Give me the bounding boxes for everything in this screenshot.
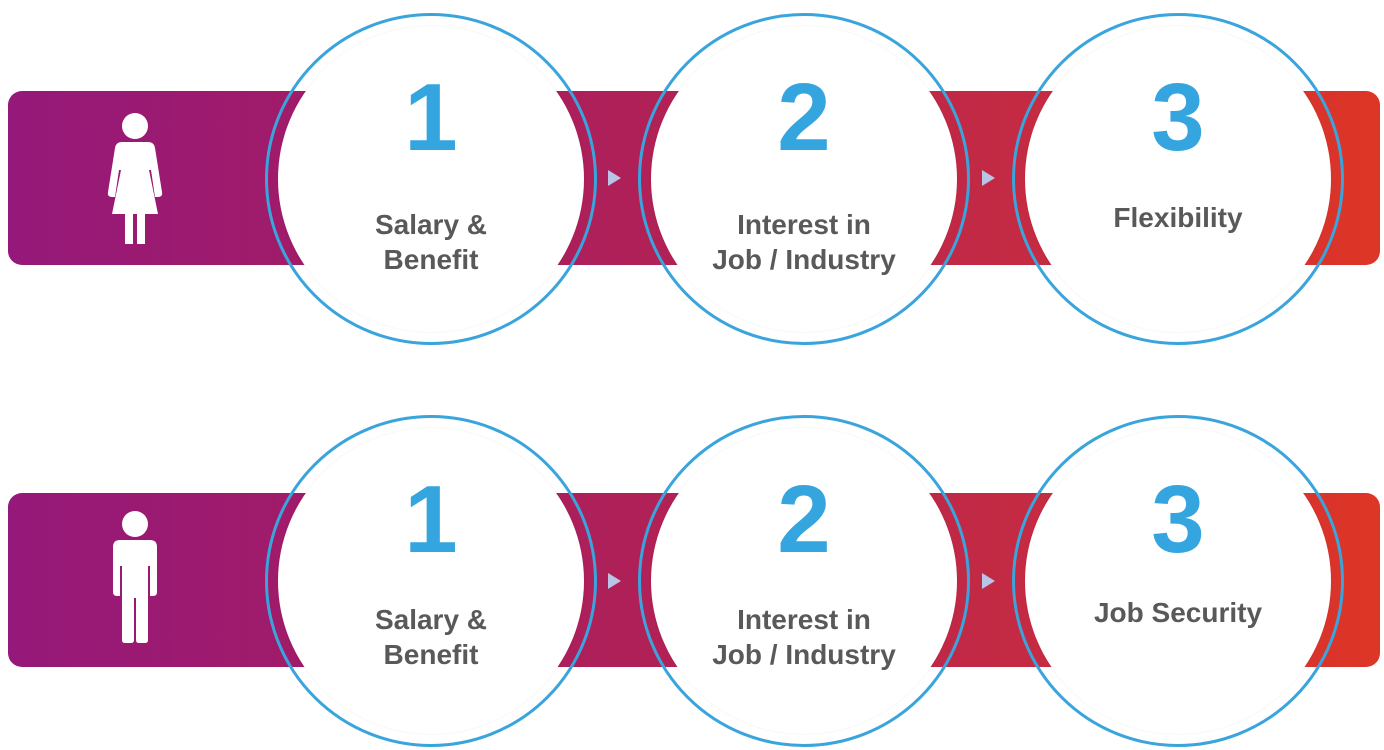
step-circle	[278, 428, 584, 734]
female-priorities-row: 1 2 3 Salary & Benefit Interest in Job /…	[0, 0, 1384, 360]
step-number: 1	[404, 466, 458, 573]
step-circle	[1025, 428, 1331, 734]
arrow-right-icon	[608, 170, 621, 186]
step-number: 3	[1151, 64, 1205, 171]
step-number: 1	[404, 64, 458, 171]
step-circle	[278, 26, 584, 332]
step-circle	[651, 26, 957, 332]
step-label: Salary & Benefit	[374, 209, 488, 275]
step-label: Flexibility	[1113, 202, 1243, 233]
arrow-right-icon	[608, 573, 621, 589]
arrow-right-icon	[982, 573, 995, 589]
step-circle-ring	[638, 13, 970, 345]
step-number: 3	[1151, 466, 1205, 573]
step-circle	[651, 428, 957, 734]
step-number: 2	[777, 64, 831, 171]
step-circle-ring	[265, 13, 597, 345]
step-circle-ring	[1012, 415, 1344, 747]
step-label: Job Security	[1093, 597, 1263, 628]
step-label: Interest in Job / Industry	[712, 209, 896, 275]
step-label: Interest in Job / Industry	[712, 604, 896, 670]
female-person-icon	[100, 110, 170, 246]
step-circle	[1025, 26, 1331, 332]
step-circle-ring	[638, 415, 970, 747]
step-circle-ring	[265, 415, 597, 747]
step-circle-ring	[1012, 13, 1344, 345]
step-number: 2	[777, 466, 831, 573]
step-label: Salary & Benefit	[374, 604, 488, 670]
male-priorities-row: 1 2 3 Salary & Benefit Interest in Job /…	[0, 390, 1384, 750]
male-person-icon	[100, 508, 170, 644]
arrow-right-icon	[982, 170, 995, 186]
